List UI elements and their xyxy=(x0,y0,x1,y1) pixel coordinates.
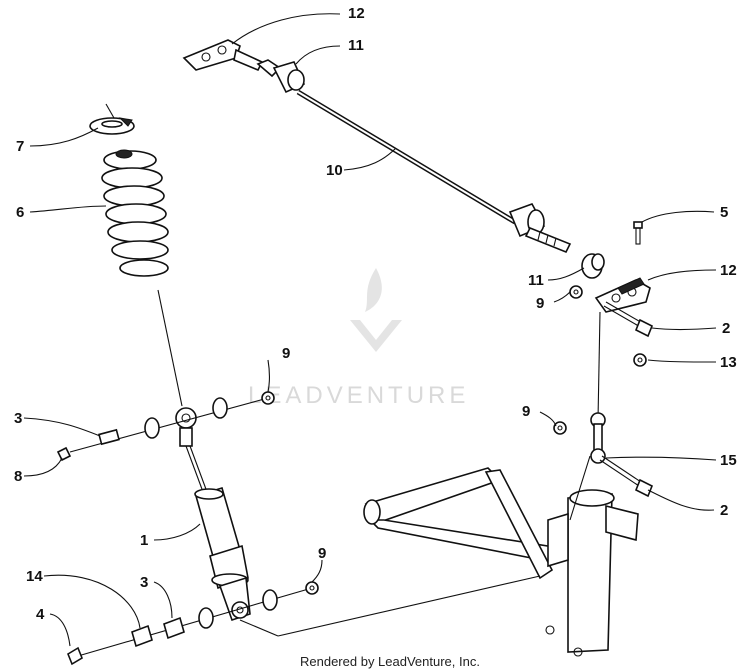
lower-mount-hardware xyxy=(67,581,319,666)
callout-labels: 12 11 7 10 6 5 11 12 9 2 13 9 9 3 8 15 2… xyxy=(14,5,737,623)
callout-2-upper: 2 xyxy=(722,320,730,337)
ball-joint-lower xyxy=(581,253,605,279)
callout-8: 8 xyxy=(14,468,22,485)
upper-mount-hardware xyxy=(56,391,275,462)
callout-9-shock-lower: 9 xyxy=(318,545,326,562)
callout-12-lower: 12 xyxy=(720,262,737,279)
stabilizer-link xyxy=(553,412,654,498)
callout-3-lower: 3 xyxy=(140,574,148,591)
callout-11-lower: 11 xyxy=(528,272,544,289)
callout-6: 6 xyxy=(16,204,24,221)
callout-14: 14 xyxy=(26,568,43,585)
ball-joint-upper xyxy=(256,59,306,94)
callout-9-shock-upper: 9 xyxy=(282,345,290,362)
callout-10: 10 xyxy=(326,162,343,179)
callout-1: 1 xyxy=(140,532,148,549)
callout-11-upper: 11 xyxy=(348,37,364,54)
callout-12-upper: 12 xyxy=(348,5,365,22)
callout-13: 13 xyxy=(720,354,737,371)
callout-3-upper: 3 xyxy=(14,410,22,427)
shock-absorber xyxy=(175,407,251,622)
callout-2-lower: 2 xyxy=(720,502,728,519)
callout-4: 4 xyxy=(36,606,45,623)
leader-lines xyxy=(23,13,717,647)
callout-15: 15 xyxy=(720,452,737,469)
alignment-line-spring xyxy=(157,289,183,407)
alignment-line-rod-to-link xyxy=(597,311,601,421)
rod-end-upper xyxy=(182,39,264,72)
nut-9-upper xyxy=(569,285,583,299)
coil-spring xyxy=(101,149,169,277)
bolt-5 xyxy=(633,221,643,245)
rod-end-lower xyxy=(594,277,651,313)
rod-adjuster-lower xyxy=(508,203,572,254)
control-rod-assembly xyxy=(182,39,654,367)
a-arm-spindle xyxy=(239,455,639,657)
callout-7: 7 xyxy=(16,138,24,155)
footer-credit: Rendered by LeadVenture, Inc. xyxy=(300,654,480,669)
nut-13 xyxy=(633,353,647,367)
callout-9-link: 9 xyxy=(522,403,530,420)
leadventure-watermark-logo: LEADVENTURE xyxy=(248,268,469,409)
callout-5: 5 xyxy=(720,204,728,221)
bolt-2-upper xyxy=(603,301,654,338)
callout-9-rod: 9 xyxy=(536,295,544,312)
watermark-text: LEADVENTURE xyxy=(248,382,469,409)
spring-retainer xyxy=(89,103,135,135)
